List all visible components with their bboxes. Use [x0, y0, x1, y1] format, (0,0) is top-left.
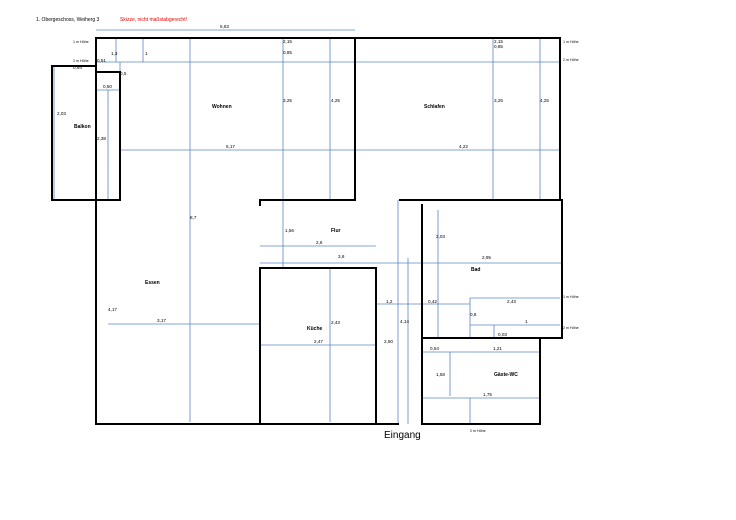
- dim-label: 2,03: [436, 234, 445, 239]
- height-note-bad-1m: 1 m Höhe: [563, 295, 579, 299]
- room-balkon: Balkon: [74, 124, 91, 130]
- room-kueche: Küche: [307, 326, 323, 332]
- dim-label: 3,26: [494, 98, 503, 103]
- dim-label: 1,21: [493, 346, 502, 351]
- walls: [51, 37, 563, 425]
- dim-label: 0,50: [103, 84, 112, 89]
- dim-label: 4,22: [459, 144, 468, 149]
- height-note-wc-2m: 2 m Höhe: [470, 429, 486, 433]
- dim-label: 3,17: [157, 318, 166, 323]
- dim-label: 3,8: [338, 254, 345, 259]
- dim-label: 1,58: [436, 372, 445, 377]
- dim-label: 2,95: [482, 255, 491, 260]
- dim-label: 2,15: [283, 39, 292, 44]
- dim-label: 2,50: [384, 339, 393, 344]
- height-note-2m-right: 2 m Höhe: [563, 58, 579, 62]
- dim-label: 4,17: [108, 307, 117, 312]
- plan-title: 1. Obergeschoss, Weiherg 3: [36, 17, 99, 23]
- dim-label: 1,75: [483, 392, 492, 397]
- dim-label: 5,63: [220, 24, 229, 29]
- dim-label: 2,15: [494, 39, 503, 44]
- height-note-1m-right: 1 m Höhe: [563, 40, 579, 44]
- dim-label: 0,8: [470, 312, 477, 317]
- dim-label: 0,5: [120, 71, 127, 76]
- height-note-2m-left: 2 m Höhe: [73, 59, 89, 63]
- dim-label: 1,3: [111, 51, 118, 56]
- dim-label: 2,6: [316, 240, 323, 245]
- height-note-bad-2m: 2 m Höhe: [563, 326, 579, 330]
- dim-label: 0,85: [494, 44, 503, 49]
- dim-label: 0,03: [498, 332, 507, 337]
- dim-label: 0,54: [430, 346, 439, 351]
- room-essen: Essen: [145, 280, 160, 286]
- dim-label: 4,25: [331, 98, 340, 103]
- dim-label: 0,51: [97, 58, 106, 63]
- height-note-1m-left: 1 m Höhe: [73, 40, 89, 44]
- room-schlafen: Schlafen: [424, 104, 445, 110]
- room-flur: Flur: [331, 228, 340, 234]
- scale-warning: Skizze, nicht maßstabgerecht!: [120, 17, 187, 23]
- dim-label: 0,94: [73, 65, 82, 70]
- dim-label: 4,14: [400, 319, 409, 324]
- dim-label: 1: [145, 51, 148, 56]
- dimension-lines: [53, 29, 562, 424]
- dim-label: 1: [525, 319, 528, 324]
- room-gaeste-wc: Gäste-WC: [494, 372, 518, 378]
- dim-label: 5,17: [226, 144, 235, 149]
- dim-label: 0,85: [283, 50, 292, 55]
- dim-label: 0,42: [428, 299, 437, 304]
- dim-label: 4,25: [540, 98, 549, 103]
- dim-label: 1,2: [386, 299, 393, 304]
- room-bad: Bad: [471, 267, 480, 273]
- dim-label: 2,47: [314, 339, 323, 344]
- dim-label: 3,25: [283, 98, 292, 103]
- dim-label: 8,7: [190, 215, 197, 220]
- entrance-label: Eingang: [384, 430, 421, 441]
- dim-label: 2,43: [331, 320, 340, 325]
- dim-label: 2,43: [507, 299, 516, 304]
- room-wohnen: Wohnen: [212, 104, 232, 110]
- dim-label: 1,56: [285, 228, 294, 233]
- dimension-labels: 5,63 1,3 1 0,51 0,94 0,5 0,50 2,15 0,85 …: [57, 24, 549, 397]
- dim-label: 2,03: [57, 111, 66, 116]
- dim-label: 2,38: [97, 136, 106, 141]
